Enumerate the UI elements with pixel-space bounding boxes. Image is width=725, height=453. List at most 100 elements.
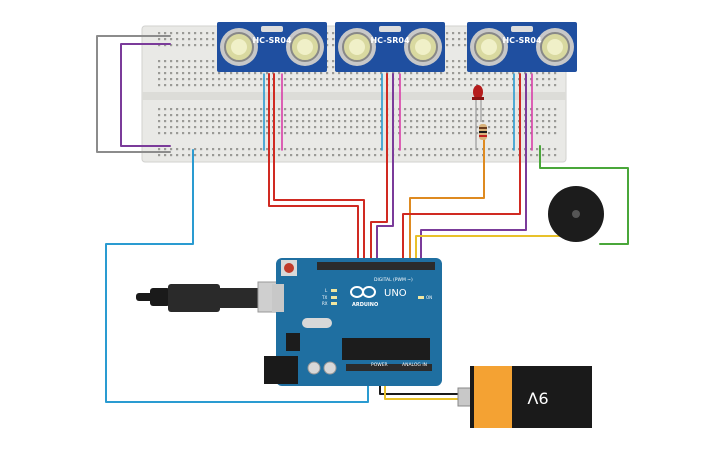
breadboard-hole — [410, 78, 413, 81]
breadboard-hole — [182, 78, 185, 81]
breadboard-hole — [344, 84, 347, 87]
breadboard-hole — [302, 126, 305, 129]
breadboard-hole — [308, 126, 311, 129]
breadboard-hole — [182, 154, 185, 157]
breadboard-hole — [530, 154, 533, 157]
breadboard-hole — [200, 44, 203, 47]
breadboard-hole — [170, 114, 173, 117]
breadboard-hole — [476, 126, 479, 129]
arduino-uno-board[interactable]: UNO ARDUINO DIGITAL (PWM ~) POWER ANALOG… — [264, 258, 442, 386]
breadboard-hole — [224, 148, 227, 151]
breadboard-hole — [236, 120, 239, 123]
breadboard-hole — [308, 114, 311, 117]
breadboard-hole — [422, 154, 425, 157]
breadboard-hole — [230, 120, 233, 123]
breadboard-hole — [212, 132, 215, 135]
breadboard-hole — [356, 154, 359, 157]
breadboard-hole — [320, 108, 323, 111]
breadboard-hole — [422, 78, 425, 81]
breadboard-hole — [230, 84, 233, 87]
breadboard-hole — [278, 72, 281, 75]
breadboard-hole — [314, 114, 317, 117]
ultrasonic-sensor-2[interactable]: HC-SR04 — [335, 22, 445, 72]
breadboard-hole — [200, 132, 203, 135]
breadboard-hole — [200, 32, 203, 35]
breadboard-hole — [344, 126, 347, 129]
breadboard-hole — [506, 154, 509, 157]
breadboard-hole — [308, 108, 311, 111]
breadboard-hole — [206, 148, 209, 151]
breadboard-hole — [290, 154, 293, 157]
breadboard-hole — [212, 32, 215, 35]
breadboard-hole — [224, 114, 227, 117]
breadboard-hole — [344, 132, 347, 135]
breadboard-hole — [446, 108, 449, 111]
breadboard-hole — [284, 78, 287, 81]
breadboard-hole — [224, 84, 227, 87]
breadboard-hole — [236, 132, 239, 135]
breadboard-hole — [236, 108, 239, 111]
breadboard-hole — [194, 84, 197, 87]
breadboard-hole — [446, 114, 449, 117]
breadboard-hole — [434, 132, 437, 135]
breadboard-hole — [158, 72, 161, 75]
breadboard-hole — [170, 32, 173, 35]
breadboard-hole — [494, 148, 497, 151]
led-red[interactable] — [472, 85, 484, 150]
breadboard-hole — [248, 84, 251, 87]
breadboard-hole — [182, 120, 185, 123]
breadboard-hole — [290, 120, 293, 123]
resistor[interactable] — [479, 124, 487, 140]
breadboard-hole — [254, 108, 257, 111]
breadboard-hole — [500, 78, 503, 81]
breadboard-hole — [266, 126, 269, 129]
breadboard-hole — [452, 120, 455, 123]
breadboard-hole — [158, 132, 161, 135]
breadboard-hole — [512, 114, 515, 117]
breadboard-hole — [200, 78, 203, 81]
breadboard-hole — [254, 154, 257, 157]
breadboard-hole — [380, 84, 383, 87]
breadboard-hole — [326, 120, 329, 123]
breadboard-hole — [506, 72, 509, 75]
breadboard-hole — [536, 108, 539, 111]
breadboard-hole — [176, 126, 179, 129]
breadboard-hole — [194, 120, 197, 123]
breadboard-hole — [554, 78, 557, 81]
piezo-buzzer[interactable] — [548, 186, 604, 242]
breadboard-hole — [332, 72, 335, 75]
breadboard-hole — [428, 84, 431, 87]
ultrasonic-sensor-1[interactable]: HC-SR04 — [217, 22, 327, 72]
breadboard-hole — [476, 148, 479, 151]
breadboard-hole — [164, 154, 167, 157]
breadboard-hole — [362, 132, 365, 135]
breadboard-hole — [266, 72, 269, 75]
breadboard-hole — [464, 120, 467, 123]
breadboard-hole — [368, 108, 371, 111]
breadboard-hole — [440, 148, 443, 151]
breadboard-hole — [464, 154, 467, 157]
breadboard-hole — [200, 148, 203, 151]
breadboard-hole — [206, 66, 209, 69]
breadboard-hole — [188, 66, 191, 69]
wire-purple — [120, 43, 171, 147]
breadboard-hole — [542, 114, 545, 117]
breadboard-hole — [326, 72, 329, 75]
battery-9v[interactable]: 9V — [457, 366, 592, 428]
breadboard-hole — [458, 44, 461, 47]
breadboard-hole — [236, 72, 239, 75]
on-led-label: ON — [426, 295, 432, 300]
breadboard-hole — [266, 120, 269, 123]
breadboard-hole — [320, 120, 323, 123]
breadboard-hole — [488, 78, 491, 81]
breadboard-hole — [260, 126, 263, 129]
breadboard-hole — [488, 72, 491, 75]
breadboard-hole — [164, 108, 167, 111]
breadboard-hole — [542, 120, 545, 123]
breadboard-hole — [212, 72, 215, 75]
breadboard-hole — [404, 126, 407, 129]
breadboard-hole — [176, 66, 179, 69]
breadboard-hole — [452, 78, 455, 81]
breadboard-hole — [176, 108, 179, 111]
ultrasonic-sensor-3[interactable]: HC-SR04 — [467, 22, 577, 72]
